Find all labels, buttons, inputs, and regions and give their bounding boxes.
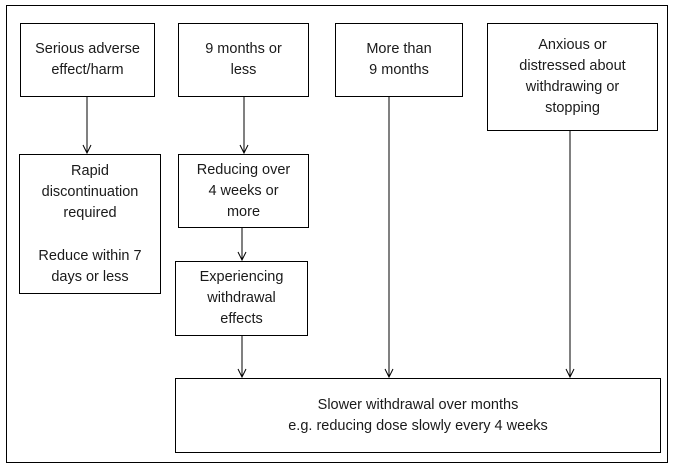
box-more-than-nine-months: More than 9 months: [335, 23, 463, 97]
box-reducing-over-4-weeks: Reducing over 4 weeks or more: [178, 154, 309, 228]
box-line: more: [226, 203, 261, 220]
box-anxious-or-distressed: Anxious or distressed about withdrawing …: [487, 23, 658, 131]
diagram-frame: [6, 5, 668, 463]
box-line: Reducing over: [196, 161, 291, 178]
box-line: discontinuation: [41, 183, 139, 200]
box-line: withdrawal: [207, 290, 276, 306]
box-experiencing-withdrawal-effects: Experiencing withdrawal effects: [175, 261, 308, 336]
box-serious-adverse-effect: Serious adverse effect/harm: [20, 23, 155, 97]
box-rapid-discontinuation: Rapid discontinuation required Reduce wi…: [19, 154, 161, 294]
box-line: Experiencing: [199, 269, 284, 285]
box-slower-withdrawal: Slower withdrawal over months e.g. reduc…: [175, 378, 661, 453]
box-nine-months-or-less: 9 months or less: [178, 23, 309, 97]
box-line: e.g. reducing dose slowly every 4 weeks: [288, 417, 548, 434]
box-line: Reduce within 7: [38, 247, 142, 264]
box-line: stopping: [545, 100, 600, 116]
box-line: Anxious or: [538, 37, 607, 53]
box-line: Rapid: [71, 162, 109, 179]
box-line: distressed about: [519, 58, 626, 74]
box-line: days or less: [51, 268, 129, 285]
box-line: less: [230, 62, 257, 78]
box-line: 9 months: [369, 62, 429, 78]
box-line: effect/harm: [51, 62, 124, 78]
box-line: Serious adverse: [35, 41, 140, 57]
box-line: 4 weeks or: [208, 182, 279, 199]
box-line: withdrawing or: [525, 79, 620, 95]
box-line: More than: [366, 41, 432, 57]
box-line: Slower withdrawal over months: [317, 396, 519, 413]
box-line: required: [63, 204, 117, 221]
box-line: 9 months or: [205, 41, 282, 57]
box-line: effects: [220, 311, 263, 327]
